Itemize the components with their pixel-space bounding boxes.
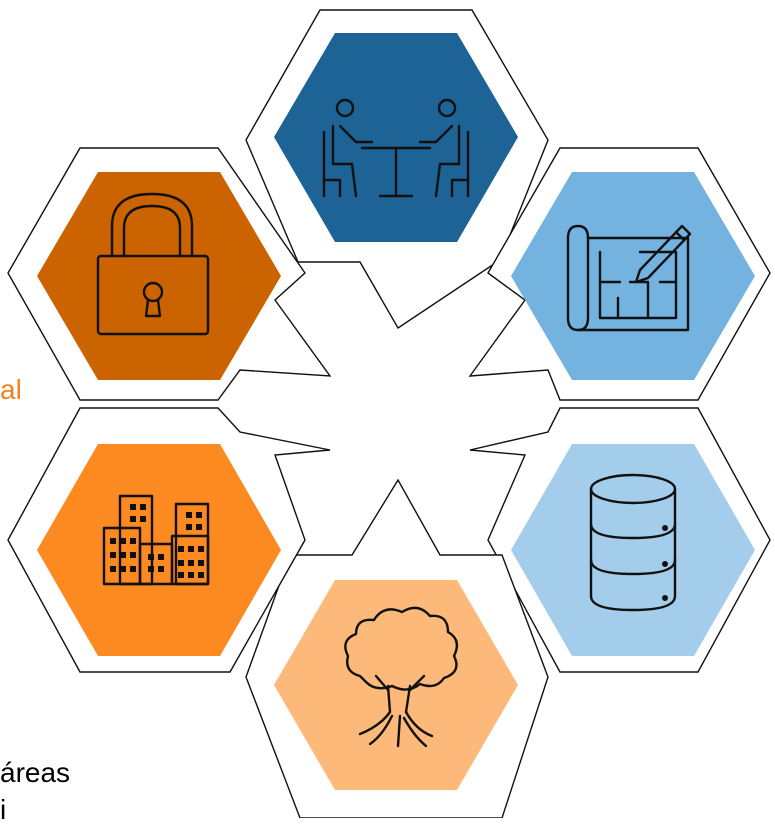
- hexagon-buildings: [37, 444, 281, 656]
- meeting-icon: [322, 98, 470, 198]
- text-fragment-areas: áreas: [0, 757, 71, 788]
- hexagon-database: [511, 444, 755, 656]
- database-icon: [589, 473, 677, 612]
- hexagon-meeting: [274, 33, 518, 242]
- hexagon-tree: [274, 580, 518, 790]
- buildings-icon: [102, 494, 210, 586]
- padlock-icon: [96, 192, 210, 336]
- text-fragment-bottom: i: [0, 794, 7, 825]
- blueprint-icon: [566, 224, 692, 332]
- tree-icon: [344, 606, 459, 748]
- text-fragment-orange: al: [0, 374, 22, 405]
